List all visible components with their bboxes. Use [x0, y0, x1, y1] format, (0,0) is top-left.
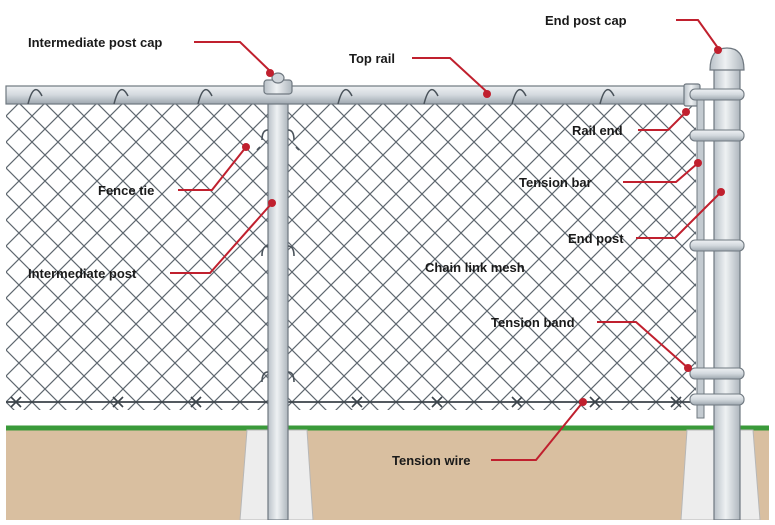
tension-band [689, 88, 745, 406]
rail-loops [27, 88, 615, 105]
label-end-post: End post [568, 231, 624, 246]
label-intermediate-post: Intermediate post [28, 266, 137, 281]
intermediate-post [267, 101, 289, 521]
tension-wire-ties [10, 396, 682, 408]
chain-link-mesh [6, 90, 696, 410]
soil [6, 428, 769, 520]
leader-dots [242, 46, 725, 406]
label-rail-end: Rail end [572, 123, 623, 138]
intermediate-post-cap-top [271, 72, 285, 84]
fence-tie-icon [256, 129, 300, 383]
label-end-post-cap: End post cap [545, 13, 627, 28]
label-fence-tie: Fence tie [98, 183, 154, 198]
label-tension-bar: Tension bar [519, 175, 592, 190]
label-intermediate-post-cap: Intermediate post cap [28, 35, 162, 50]
label-top-rail: Top rail [349, 51, 395, 66]
leader-lines [170, 19, 722, 461]
label-tension-band: Tension band [491, 315, 575, 330]
label-tension-wire: Tension wire [392, 453, 471, 468]
label-chain-link-mesh: Chain link mesh [425, 260, 525, 275]
